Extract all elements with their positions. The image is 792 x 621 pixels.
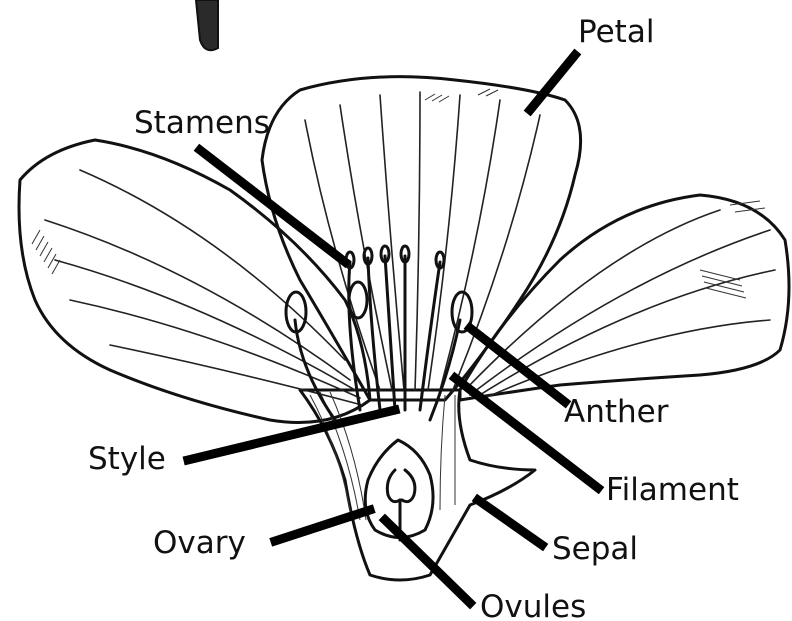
stem	[196, 0, 218, 50]
label-petal: Petal	[578, 14, 654, 50]
style-leader	[188, 410, 395, 460]
ovules-leader	[385, 520, 470, 603]
anther-center	[349, 282, 367, 318]
label-filament: Filament	[606, 472, 739, 508]
label-ovules: Ovules	[480, 589, 586, 621]
label-sepal: Sepal	[552, 531, 638, 567]
sepal-leader	[478, 500, 542, 545]
labels: Petal Stamens Anther Style Filament Ovar…	[88, 14, 739, 621]
label-ovary: Ovary	[153, 525, 246, 561]
label-anther: Anther	[564, 394, 669, 430]
label-style: Style	[88, 441, 166, 477]
label-stamens: Stamens	[134, 105, 270, 141]
right-petal	[460, 195, 789, 400]
